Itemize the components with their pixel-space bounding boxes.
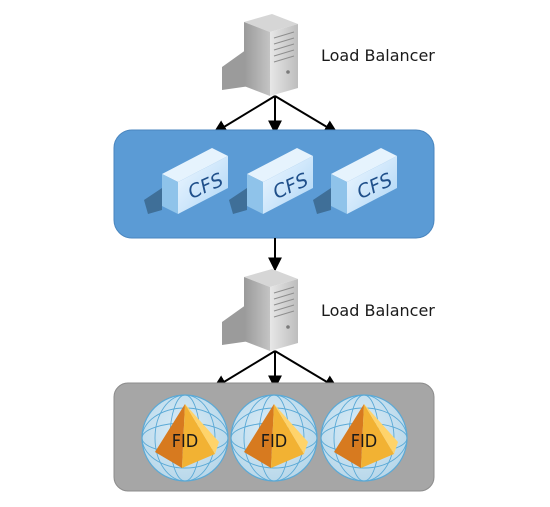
load-balancer-label: Load Balancer <box>321 301 435 320</box>
cfs-shadow <box>144 188 162 214</box>
fid-node: FID <box>320 394 408 482</box>
pyramid-icon <box>234 404 308 468</box>
connector-arrow <box>212 350 276 389</box>
connector-arrow <box>274 95 339 134</box>
top-connectors <box>212 95 339 135</box>
fid-label: FID <box>172 431 199 452</box>
fid-node: FID <box>230 394 318 482</box>
cfs-shadow <box>229 188 247 214</box>
pyramid-icon <box>324 404 398 468</box>
fid-node: FID <box>141 394 229 482</box>
cfs-shadow <box>313 188 331 214</box>
bottom-connectors <box>212 350 339 390</box>
server-icon <box>221 268 299 352</box>
cfs-icon <box>347 156 397 214</box>
connector-arrow <box>212 95 276 134</box>
cfs-icon <box>178 156 228 214</box>
load-balancer-label: Load Balancer <box>321 46 435 65</box>
load-balancer-bottom: Load Balancer <box>221 268 435 352</box>
cfs-node: CFS <box>313 148 397 214</box>
server-icon <box>221 13 299 97</box>
fid-label: FID <box>351 431 378 452</box>
pyramid-icon <box>145 404 219 468</box>
load-balancer-top: Load Balancer <box>221 13 435 97</box>
cfs-icon <box>263 156 313 214</box>
cfs-node: CFS <box>229 148 313 214</box>
cfs-node: CFS <box>144 148 228 214</box>
connector-arrow <box>274 350 339 389</box>
fid-label: FID <box>261 431 288 452</box>
